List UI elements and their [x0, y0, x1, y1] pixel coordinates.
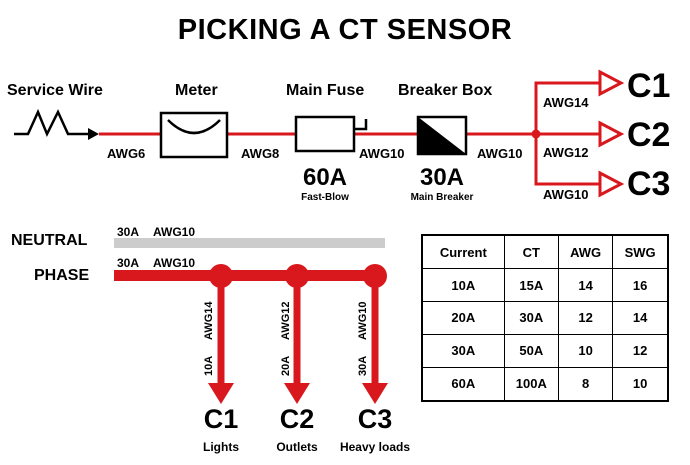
table-header-cell: CT — [503, 234, 559, 270]
neutral-amp: 30A — [117, 225, 140, 239]
branch-c1-label: C1 — [627, 67, 671, 105]
branch-c3-label: C3 — [627, 165, 671, 203]
table-cell: 15A — [503, 268, 559, 303]
breaker-fill — [418, 117, 466, 154]
circuit-c1-arrow — [208, 383, 234, 404]
service-wire-label: Service Wire — [7, 82, 103, 99]
phase-amp: 30A — [117, 256, 140, 270]
meter-dial — [167, 119, 221, 135]
table-row: 10A 15A 14 16 — [421, 268, 669, 303]
table-cell: 16 — [612, 268, 669, 303]
table-header-cell: Current — [421, 234, 505, 270]
circuit-c2-label: C2 — [279, 404, 315, 434]
circuit-c2-amp: 20A — [280, 355, 292, 376]
neutral-bar — [114, 238, 385, 248]
branch-c1-arrow — [598, 69, 625, 97]
circuit-c3-node — [363, 264, 387, 288]
table-cell: 10 — [557, 333, 614, 368]
table-header-cell: AWG — [557, 234, 614, 270]
table-row: 30A 50A 10 12 — [421, 333, 669, 368]
circuit-c1-awg: AWG14 — [203, 301, 215, 340]
table-cell: 50A — [503, 333, 559, 368]
branch-c2-label: C2 — [627, 116, 671, 154]
phase-awg: AWG10 — [153, 256, 196, 270]
awg-meter-label: AWG8 — [241, 146, 280, 161]
table-row: 60A 100A 8 10 — [421, 366, 669, 402]
fuse-type: Fast-Blow — [301, 192, 349, 203]
circuit-c3-awg: AWG10 — [357, 301, 369, 340]
table-header-cell: SWG — [612, 234, 669, 270]
circuit-c1-amp: 10A — [203, 355, 215, 376]
neutral-awg: AWG10 — [153, 225, 196, 239]
branch-c1-wire — [534, 81, 600, 134]
table-cell: 8 — [557, 366, 614, 402]
table-cell: 30A — [421, 333, 505, 368]
table-cell: 10A — [421, 268, 505, 303]
awg-fuse-label: AWG10 — [359, 146, 405, 161]
circuit-c1-load: Lights — [203, 440, 239, 454]
branch-c3-arrow — [598, 170, 625, 198]
table-cell: 20A — [421, 301, 505, 335]
circuit-c2-arrow — [284, 383, 310, 404]
page-title: PICKING A CT SENSOR — [177, 14, 513, 46]
phase-label: PHASE — [34, 267, 90, 284]
table-cell: 14 — [557, 268, 614, 303]
circuit-c1-node — [209, 264, 233, 288]
branch-c1-awg: AWG14 — [543, 95, 589, 110]
table-row: 20A 30A 12 14 — [421, 301, 669, 335]
main-fuse-label: Main Fuse — [286, 82, 365, 99]
circuit-c2-node — [285, 264, 309, 288]
circuit-c3-arrow — [362, 383, 388, 404]
circuit-c2-awg: AWG12 — [280, 301, 292, 340]
table-cell: 12 — [557, 301, 614, 335]
ct-table: Current CT AWG SWG 10A 15A 14 16 20A 30A… — [421, 234, 669, 402]
neutral-label: NEUTRAL — [11, 232, 88, 249]
awg-breaker-label: AWG10 — [477, 146, 523, 161]
table-cell: 10 — [612, 366, 669, 402]
table-header-row: Current CT AWG SWG — [421, 234, 669, 270]
circuit-c2-load: Outlets — [276, 440, 318, 454]
branch-c3-awg: AWG10 — [543, 187, 589, 202]
breaker-rating: 30A — [419, 164, 465, 191]
table-cell: 60A — [421, 366, 505, 402]
branch-c2-arrow — [598, 120, 625, 148]
table-cell: 100A — [503, 366, 559, 402]
meter-label: Meter — [175, 82, 218, 99]
phase-bar — [114, 270, 380, 281]
table-cell: 12 — [612, 333, 669, 368]
circuit-c3-amp: 30A — [357, 355, 369, 376]
fuse-tab — [354, 119, 368, 131]
branch-c3-wire — [534, 134, 600, 186]
table-cell: 14 — [612, 301, 669, 335]
table-cell: 30A — [503, 301, 559, 335]
breaker-box-label: Breaker Box — [398, 82, 493, 99]
fuse-box — [294, 115, 356, 153]
meter-box — [159, 111, 229, 159]
service-arrow — [88, 128, 99, 140]
circuit-c1-label: C1 — [203, 404, 239, 434]
service-wire-symbol — [14, 108, 90, 138]
awg-service-label: AWG6 — [107, 146, 146, 161]
circuit-c3-label: C3 — [357, 404, 393, 434]
circuit-c3-load: Heavy loads — [339, 440, 411, 454]
branch-c2-awg: AWG12 — [543, 145, 589, 160]
fuse-rating: 60A — [302, 164, 348, 191]
breaker-type: Main Breaker — [410, 192, 474, 203]
